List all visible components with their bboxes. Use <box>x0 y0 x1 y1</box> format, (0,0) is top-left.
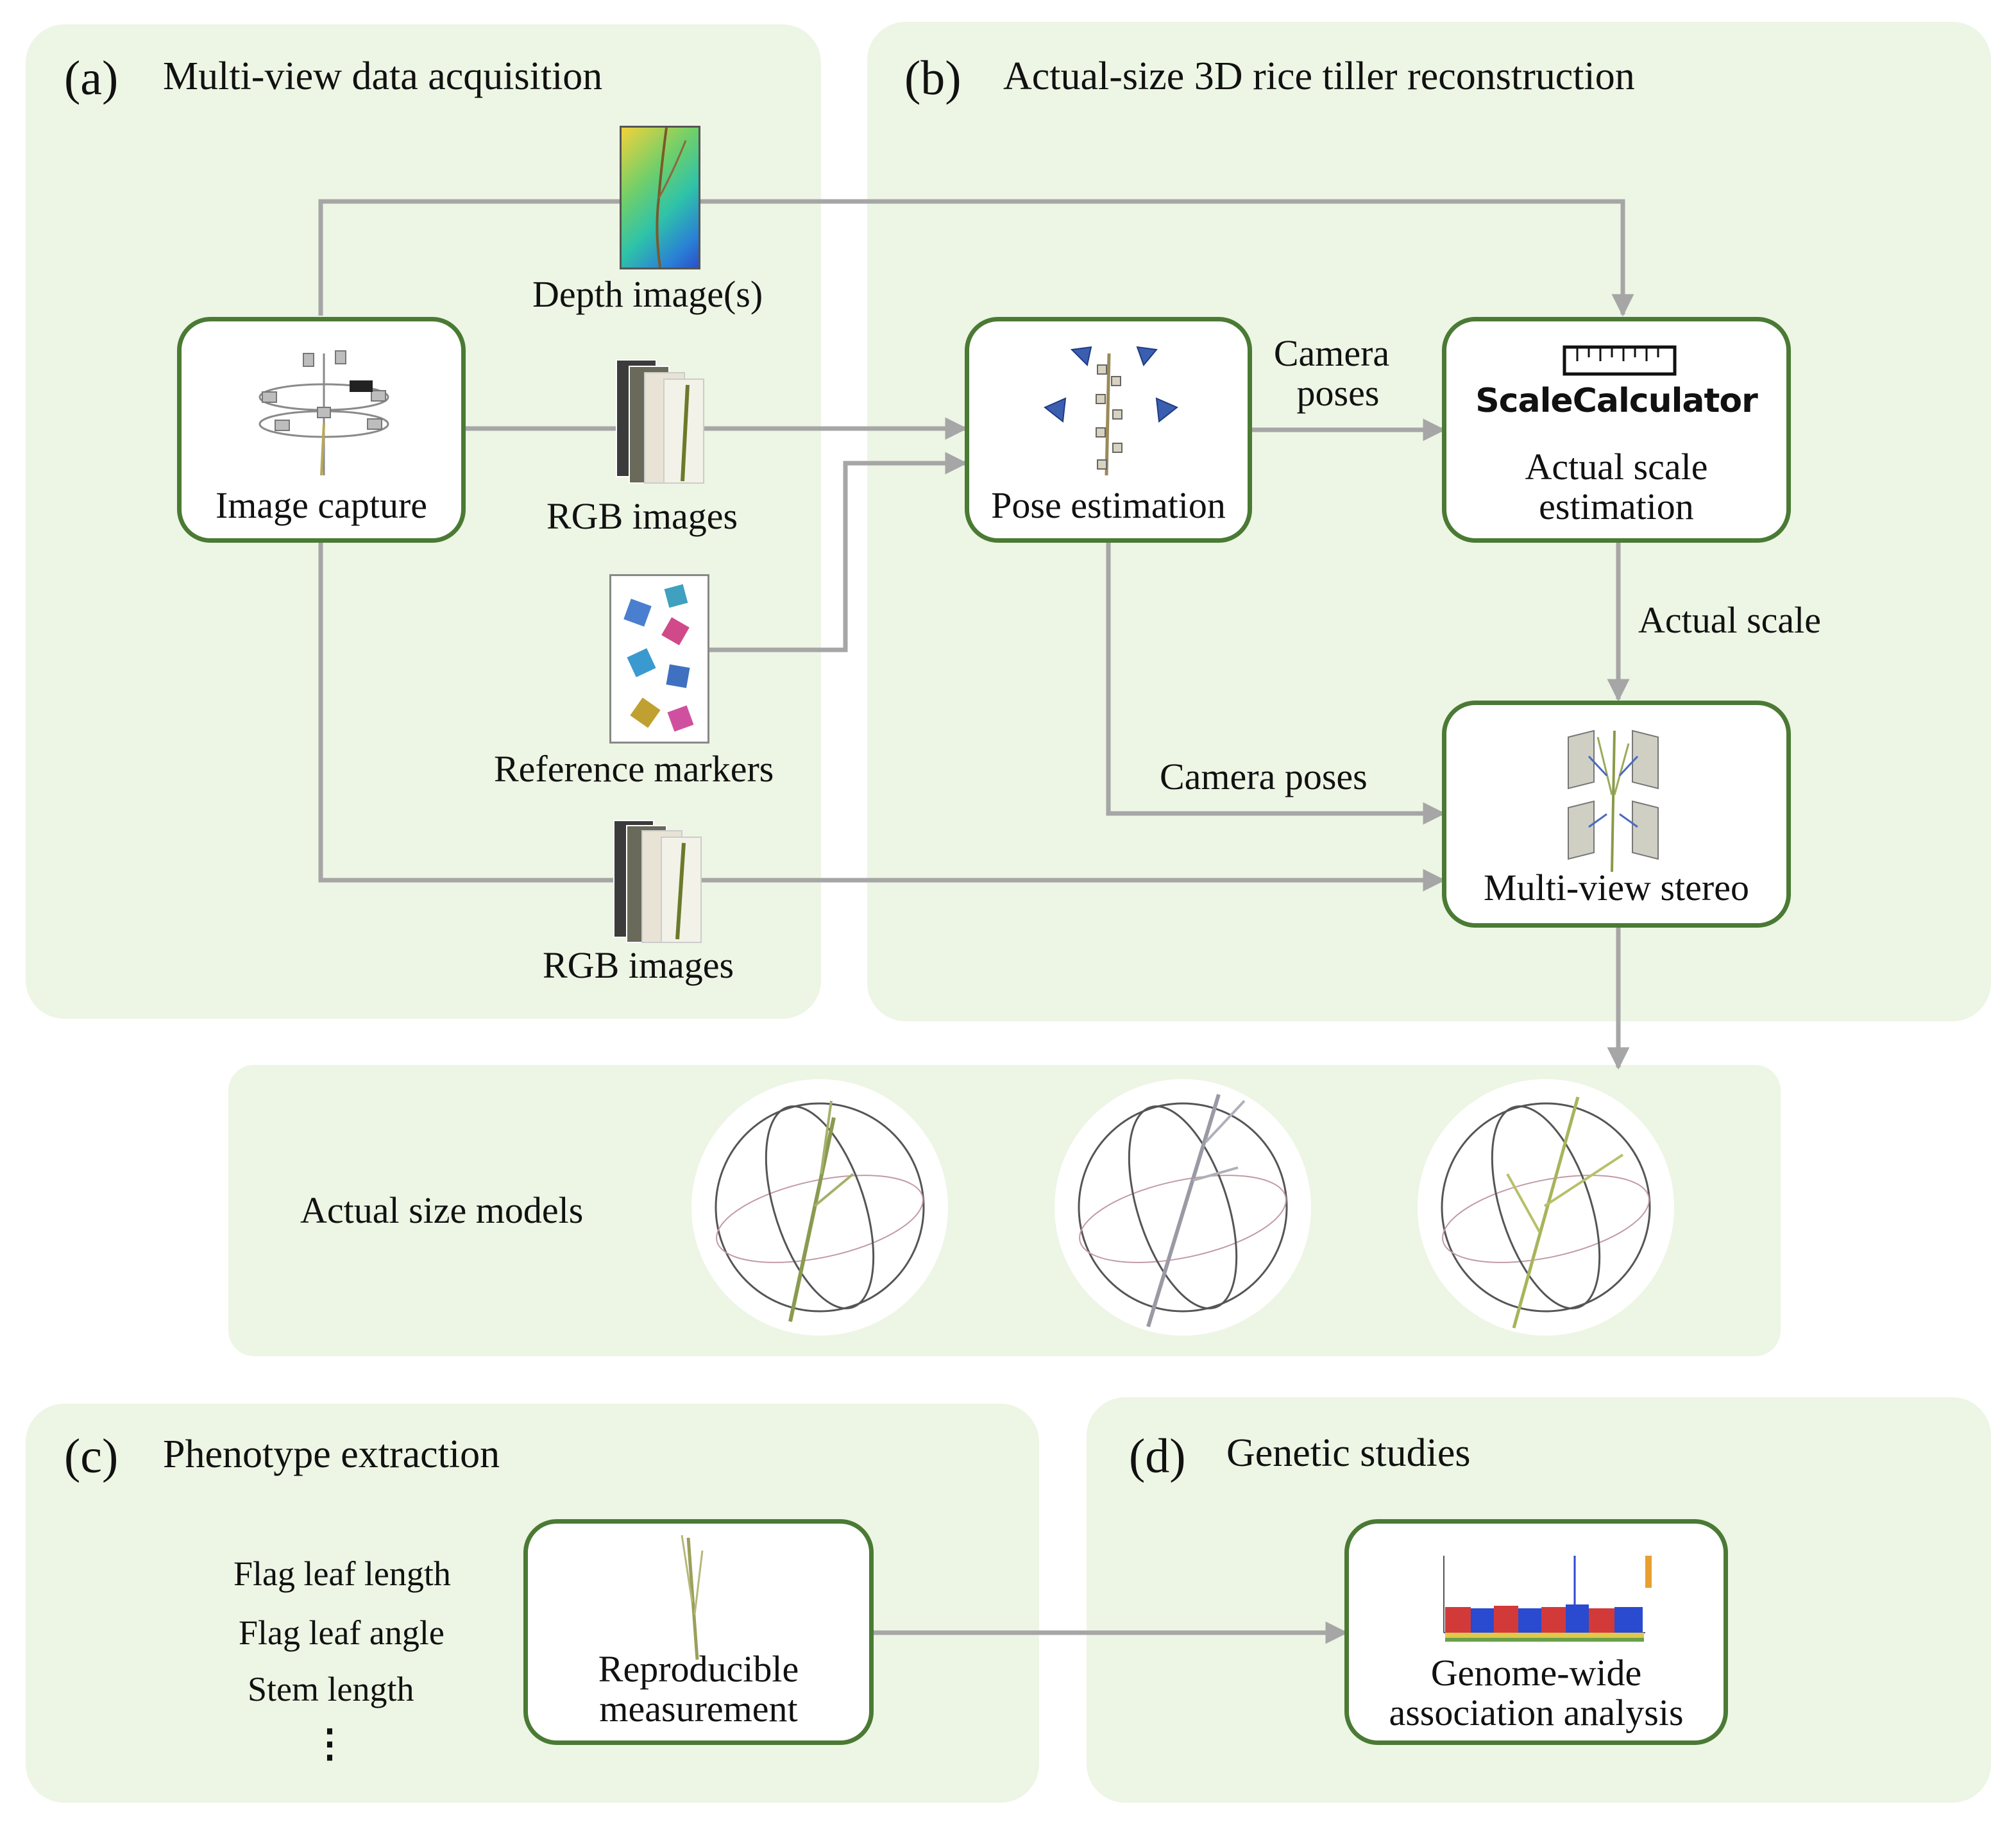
multi-view-stereo-label: Multi-view stereo <box>1484 867 1749 908</box>
phenotype-item-2: Flag leaf angle <box>239 1613 445 1652</box>
scale-estimation-label-line1: Actual scale <box>1525 446 1708 488</box>
gwas-box: Genome-wide association analysis <box>1344 1519 1728 1745</box>
gwas-label-line1: Genome-wide <box>1430 1652 1642 1694</box>
actual-scale-label: Actual scale <box>1638 599 1822 641</box>
camera-poses-icon <box>1044 346 1178 476</box>
pose-estimation-label: Pose estimation <box>991 484 1226 526</box>
panel-b-title: Actual-size 3D rice tiller reconstructio… <box>1003 55 1635 98</box>
panel-c-letter: (c) <box>64 1429 119 1483</box>
panel-d-letter: (d) <box>1129 1429 1186 1483</box>
arrow-depth-to-scale <box>318 199 1634 317</box>
multi-view-stereo-box: Multi-view stereo <box>1442 701 1791 928</box>
rgb-images-top-stack <box>616 359 706 488</box>
model-2 <box>1055 1079 1311 1336</box>
image-capture-box: Image capture <box>177 317 466 543</box>
image-capture-label: Image capture <box>215 484 428 526</box>
scale-estimation-label-line2: estimation <box>1539 486 1694 527</box>
depth-images-label: Depth image(s) <box>532 273 763 315</box>
rgb-images-bottom-stack <box>613 820 703 946</box>
rgb-images-bottom-label: RGB images <box>543 944 734 986</box>
panel-c-title: Phenotype extraction <box>163 1433 500 1476</box>
model-1 <box>691 1079 948 1336</box>
model-3 <box>1418 1079 1674 1336</box>
phenotype-item-1: Flag leaf length <box>233 1554 451 1593</box>
panel-a-letter: (a) <box>64 51 119 105</box>
reproducible-label-line2: measurement <box>599 1688 798 1730</box>
scale-calculator-logo: ScaleCalculator <box>1475 382 1758 420</box>
arrow-rgb-bottom-to-mvs <box>318 542 1446 892</box>
mvs-icon <box>1568 729 1659 872</box>
phenotype-item-3: Stem length <box>248 1670 414 1708</box>
tiller-icon <box>681 1535 704 1660</box>
panel-a-title: Multi-view data acquisition <box>163 55 603 98</box>
capture-rig-icon <box>258 350 389 476</box>
panel-d-title: Genetic studies <box>1226 1431 1471 1475</box>
gwas-label-line2: association analysis <box>1389 1692 1684 1733</box>
ruler-icon <box>1563 345 1677 376</box>
manhattan-plot-icon <box>1443 1556 1652 1642</box>
arrow-markers-to-pose <box>708 452 968 652</box>
camera-poses-label-1-line2: poses <box>1296 372 1380 414</box>
depth-image-thumbnail <box>620 126 700 269</box>
arrow-pose-to-mvs <box>1106 542 1446 825</box>
reference-markers-thumbnail <box>609 574 709 744</box>
camera-poses-label-1-line1: Camera <box>1273 332 1390 374</box>
camera-poses-label-2: Camera poses <box>1160 756 1368 797</box>
actual-size-models-title: Actual size models <box>300 1189 584 1231</box>
reproducible-measurement-box: Reproducible measurement <box>523 1519 874 1745</box>
reproducible-label-line1: Reproducible <box>598 1648 799 1690</box>
panel-b-letter: (b) <box>904 51 961 105</box>
scale-estimation-box: ScaleCalculator Actual scale estimation <box>1442 317 1791 543</box>
pose-estimation-box: Pose estimation <box>965 317 1252 543</box>
rgb-images-top-label: RGB images <box>546 495 738 537</box>
reference-markers-label: Reference markers <box>494 748 774 790</box>
phenotype-more-ellipsis: ⋮ <box>310 1723 349 1765</box>
